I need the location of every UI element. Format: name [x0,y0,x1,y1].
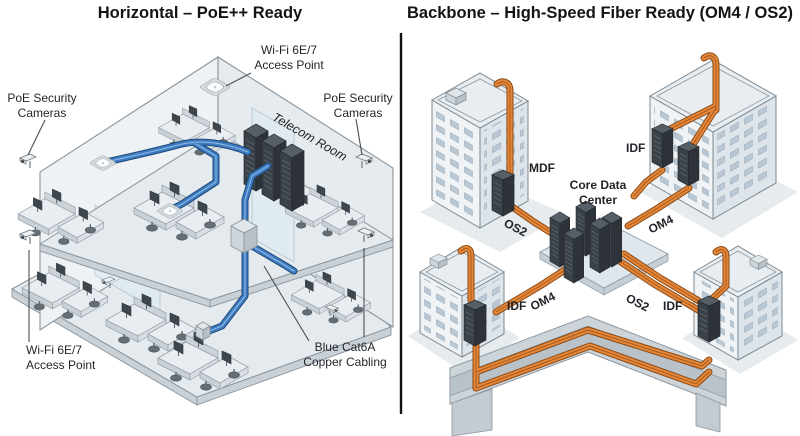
idf-cabinet [677,141,700,187]
leader-lines-left [27,72,365,342]
label-mdf: MDF [529,161,555,175]
security-camera-icon [19,229,37,245]
label-idf-bottom-left: IDF [507,299,527,313]
mdf-cabinet [491,169,515,217]
label-idf-top: IDF [626,141,646,155]
horizontal-cabling-diagram [10,55,395,406]
security-camera-icon [19,153,37,169]
right-panel-title: Backbone – High-Speed Fiber Ready (OM4 /… [406,4,793,22]
idf-cabinet [463,299,487,347]
idf-cabinet [651,123,674,169]
office-building-3 [419,246,505,358]
cable-junction-box [230,218,258,254]
label-idf-bottom-right: IDF [663,299,683,313]
wall-outlet-box [195,321,211,341]
backbone-fiber-diagram [408,56,798,436]
idf-cabinet [697,295,721,343]
left-panel-title: Horizontal – PoE++ Ready [97,4,303,22]
